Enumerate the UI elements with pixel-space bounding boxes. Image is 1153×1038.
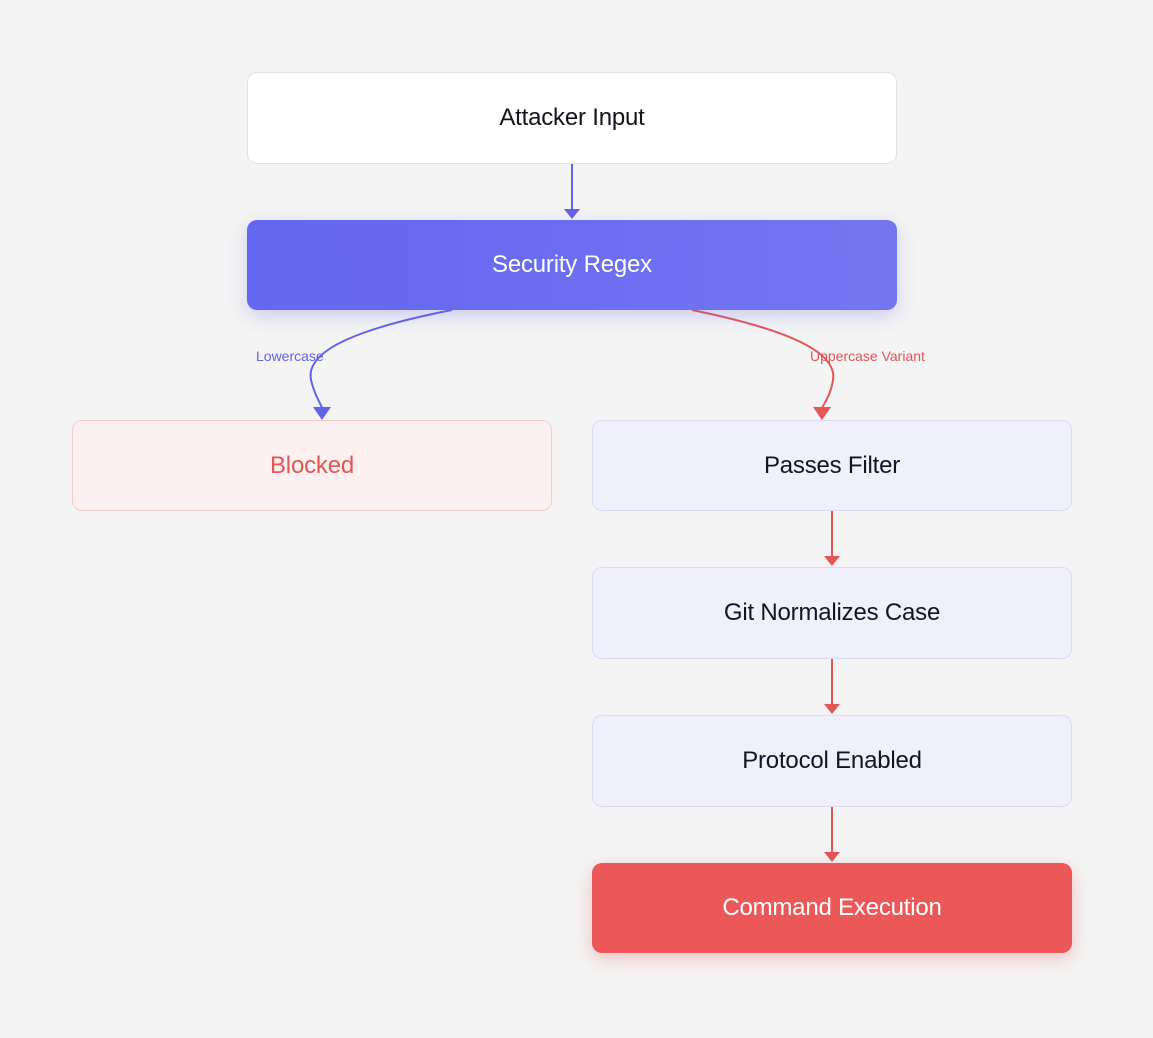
edge-label-lowercase: Lowercase bbox=[256, 348, 324, 364]
edge-passes-to-git bbox=[824, 511, 840, 566]
edge-label-uppercase-variant: Uppercase Variant bbox=[810, 348, 925, 364]
node-security-regex: Security Regex bbox=[247, 220, 897, 310]
edge-regex-to-blocked bbox=[309, 309, 453, 420]
node-command-execution: Command Execution bbox=[592, 863, 1072, 953]
node-attacker-input: Attacker Input bbox=[247, 72, 897, 164]
node-label: Protocol Enabled bbox=[742, 747, 922, 774]
node-label: Passes Filter bbox=[763, 451, 901, 479]
edge-regex-to-passes bbox=[691, 309, 835, 420]
edge-git-to-protocol bbox=[824, 659, 840, 714]
node-protocol-enabled: Protocol Enabled bbox=[592, 715, 1072, 807]
edge-input-to-regex bbox=[564, 164, 580, 219]
node-label: Git Normalizes Case bbox=[723, 599, 941, 626]
node-label: Attacker Input bbox=[499, 104, 645, 131]
node-passes-filter: Passes Filter bbox=[592, 420, 1072, 511]
edge-protocol-to-command bbox=[824, 807, 840, 862]
node-label: Blocked bbox=[270, 451, 354, 479]
node-label: Security Regex bbox=[492, 251, 652, 278]
node-label: Command Execution bbox=[722, 894, 942, 921]
node-git-normalizes-case: Git Normalizes Case bbox=[592, 567, 1072, 659]
node-blocked: Blocked bbox=[72, 420, 552, 511]
